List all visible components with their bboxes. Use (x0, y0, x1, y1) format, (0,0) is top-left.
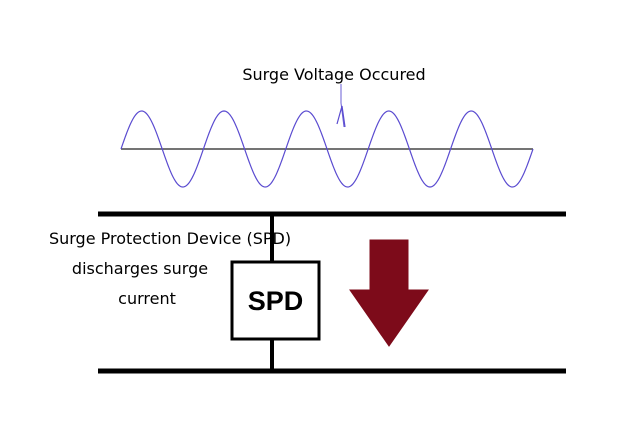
spd-caption-line2: discharges surge (72, 259, 208, 278)
spd-box-label: SPD (248, 286, 304, 316)
surge-pointer-line (340, 84, 345, 128)
spd-caption-line1: Surge Protection Device (SPD) (49, 229, 291, 248)
spd-box (230, 260, 321, 341)
surge-spike (336, 105, 346, 128)
down-arrow-icon (349, 239, 429, 347)
surge-voltage-label: Surge Voltage Occured (242, 65, 425, 84)
spd-caption-line3: current (118, 289, 176, 308)
voltage-waveform (120, 110, 534, 188)
